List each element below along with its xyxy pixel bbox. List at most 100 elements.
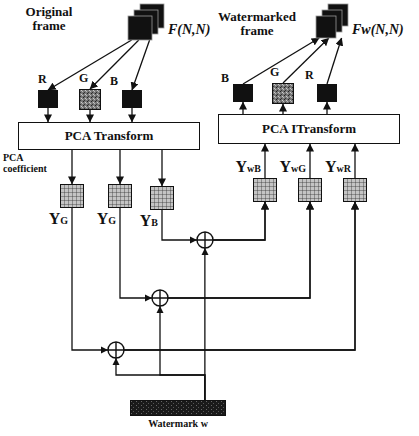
color-channel-shape: [122, 90, 142, 108]
color-channel-shape: [38, 90, 58, 108]
flow-arrow: [47, 108, 48, 122]
watermark-bar: Watermark w: [130, 400, 226, 416]
flow-arrow: [131, 108, 132, 122]
color-channel-fill: [123, 91, 142, 108]
channel-label: G: [270, 66, 279, 79]
flow-arrow: [205, 202, 265, 400]
adder-input-arrow: [202, 248, 209, 255]
coefficient-matrix-fill: [151, 187, 174, 210]
color-channel-fill: [39, 91, 58, 108]
color-channel: R: [317, 84, 337, 102]
adder-input-arrow: [113, 358, 120, 365]
adder-input-arrow: [190, 237, 197, 244]
coefficient-label: YwG: [279, 159, 306, 175]
watermark-bar-fill: [131, 401, 226, 416]
coefficient-matrix: YwR: [343, 178, 367, 202]
frame-label: Fw(N,N): [352, 22, 404, 37]
color-channel-fill: [273, 84, 294, 104]
coefficient-matrix: YwG: [298, 178, 322, 202]
color-channel-shape: [233, 84, 253, 102]
annotation-label: PCA coefficient: [3, 152, 57, 174]
flow-arrow: [309, 144, 310, 178]
frame-label: Original frame: [16, 5, 82, 34]
coefficient-matrix-shape: [253, 178, 277, 202]
color-channel-shape: [272, 83, 294, 104]
coefficient-matrix-shape: [108, 184, 132, 208]
flow-arrow: [72, 202, 355, 350]
coefficient-matrix: YG: [108, 184, 132, 208]
adder-symbol: [108, 342, 124, 358]
adder-input-arrow: [145, 295, 152, 302]
coefficient-matrix: YwB: [253, 178, 277, 202]
channel-label: B: [110, 75, 118, 88]
coefficient-label: YwR: [325, 159, 351, 175]
flow-arrow: [132, 40, 150, 90]
video-frame-stack: Watermarked frameFw(N,N): [316, 4, 348, 38]
process-label: PCA ITransform: [262, 122, 356, 136]
coefficient-matrix: YB: [150, 186, 174, 210]
coefficient-matrix-shape: [298, 178, 322, 202]
adder-input-arrow: [157, 306, 164, 313]
flow-arrow: [90, 40, 139, 89]
frame-label: F(N,N): [168, 22, 210, 37]
flow-arrow: [242, 102, 243, 114]
flow-arrow: [48, 40, 132, 90]
flow-arrow: [243, 38, 319, 84]
flow-arrow: [160, 202, 310, 400]
process-box: PCA Transform: [18, 122, 200, 150]
coefficient-matrix-fill: [61, 185, 84, 208]
coefficient-matrix-fill: [254, 179, 277, 202]
channel-label: B: [221, 72, 229, 85]
channel-label: R: [305, 69, 314, 82]
channel-label: R: [38, 73, 47, 86]
process-box: PCA ITransform: [218, 114, 400, 144]
process-label: PCA Transform: [65, 129, 154, 143]
flow-arrow: [120, 202, 310, 298]
flow-arrow: [354, 144, 355, 178]
flow-arrow: [161, 150, 162, 186]
flow-arrow: [162, 202, 265, 240]
adder-symbol: [152, 290, 168, 306]
color-channel: B: [233, 84, 253, 102]
flow-arrow: [89, 110, 90, 122]
flow-arrow: [283, 38, 329, 83]
flow-arrow: [282, 104, 283, 114]
color-channel: G: [272, 83, 294, 104]
color-channel: G: [79, 89, 101, 110]
flow-arrow: [327, 38, 342, 84]
color-channel: R: [38, 90, 58, 108]
coefficient-matrix-fill: [109, 185, 132, 208]
flow-arrow: [264, 144, 265, 178]
flow-arrow: [71, 150, 72, 184]
coefficient-label: YG: [49, 211, 68, 227]
color-channel-fill: [80, 90, 101, 110]
frame: [316, 16, 336, 38]
video-frame-stack: Original frameF(N,N): [128, 4, 164, 40]
coefficient-matrix-shape: [150, 186, 174, 210]
coefficient-label: YwB: [236, 159, 261, 175]
coefficient-label: YB: [140, 213, 158, 229]
adder-input-arrow: [101, 347, 108, 354]
color-channel-shape: [317, 84, 337, 102]
flow-arrow: [119, 150, 120, 184]
color-channel-shape: [79, 89, 101, 110]
channel-label: G: [79, 72, 88, 85]
color-channel-fill: [234, 85, 253, 102]
color-channel: B: [122, 90, 142, 108]
flow-arrow: [116, 202, 355, 400]
coefficient-matrix-fill: [299, 179, 322, 202]
frame: [128, 16, 152, 40]
coefficient-matrix-shape: [60, 184, 84, 208]
coefficient-matrix-fill: [344, 179, 367, 202]
coefficient-matrix: YG: [60, 184, 84, 208]
frame-label: Watermarked frame: [212, 10, 302, 39]
video-frame-stack-shape: [316, 4, 348, 38]
coefficient-label: YG: [97, 211, 116, 227]
flow-arrow: [326, 102, 327, 114]
coefficient-matrix-shape: [343, 178, 367, 202]
watermark-label: Watermark w: [130, 418, 226, 429]
color-channel-fill: [318, 85, 337, 102]
watermark-bar-shape: [130, 400, 226, 416]
adder-symbol: [197, 232, 213, 248]
video-frame-stack-shape: [128, 4, 164, 40]
